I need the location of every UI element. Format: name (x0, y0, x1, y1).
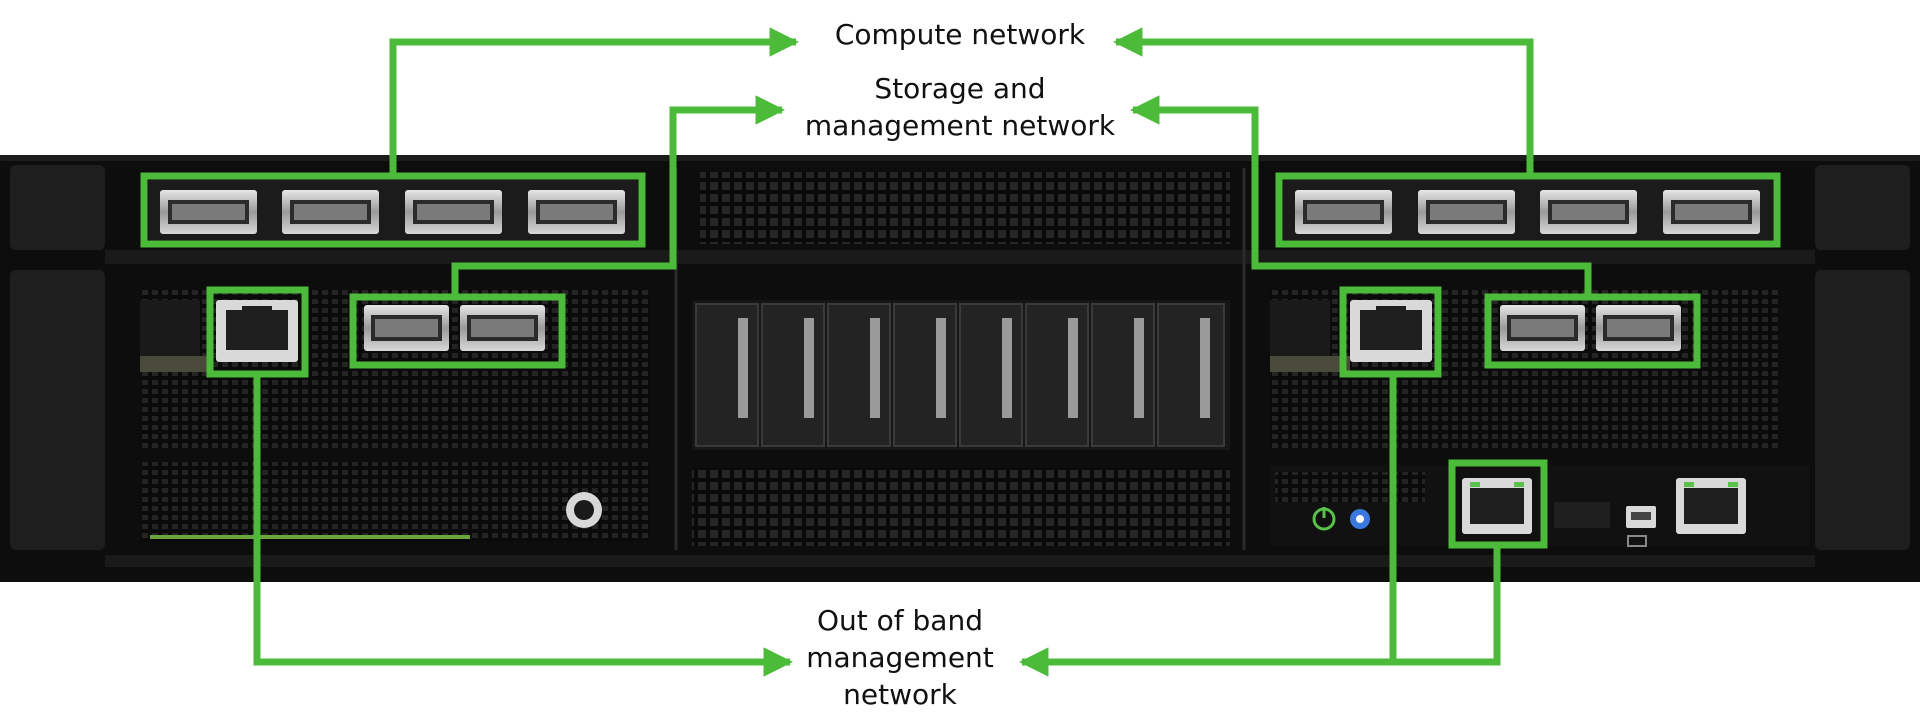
bmc-rj45-port (1462, 478, 1532, 534)
left-rack-ear-top (10, 165, 105, 250)
qsfp-port (160, 190, 257, 234)
drive-bays (692, 300, 1230, 546)
right-rack-ear-bottom (1815, 270, 1910, 550)
oob-label-line-3: network (843, 678, 957, 711)
uid-icon (1350, 509, 1370, 529)
qsfp-port (1663, 190, 1760, 234)
storage-ports-right-highlight (1484, 293, 1701, 369)
oob-label-line-2: management (806, 641, 994, 674)
usb-icon (1626, 506, 1656, 528)
compute-arrow-right (1113, 27, 1534, 176)
right-rack-ear-top (1815, 165, 1910, 250)
right-compute-ports (1283, 180, 1773, 240)
rj45-port (1350, 300, 1432, 362)
qsfp-port (282, 190, 379, 234)
compute-network-label: Compute network (800, 16, 1120, 53)
storage-label-line-1: Storage and (874, 72, 1046, 105)
qsfp-port (1295, 190, 1392, 234)
connector-arrows (253, 27, 1592, 677)
left-rack-ear-bottom (10, 270, 105, 550)
oob-label-line-1: Out of band (816, 604, 983, 637)
out-of-band-management-network-label: Out of band management network (790, 602, 1010, 713)
storage-arrow-left (451, 95, 785, 297)
compute-network-label-line: Compute network (834, 18, 1086, 51)
storage-port-pair-right (1500, 305, 1681, 351)
qsfp-port (1540, 190, 1637, 234)
top-center-vent (700, 172, 1230, 244)
oob-arrow-left (253, 374, 793, 677)
rj45-port (216, 300, 298, 362)
network-icon (1676, 478, 1746, 534)
storage-label-line-2: management network (804, 109, 1116, 142)
oob-arrow-right (1019, 545, 1501, 677)
left-compute-ports (148, 180, 638, 240)
power-icon (1312, 507, 1336, 531)
qsfp-port (405, 190, 502, 234)
storage-port-pair-left (364, 305, 545, 351)
storage-arrow-right (1130, 95, 1592, 297)
display-icon (1627, 535, 1647, 547)
usb-c-port (1554, 502, 1610, 528)
qsfp-port (1418, 190, 1515, 234)
compute-arrow-left (389, 27, 799, 176)
storage-management-network-label: Storage and management network (790, 70, 1130, 144)
qsfp-port (528, 190, 625, 234)
